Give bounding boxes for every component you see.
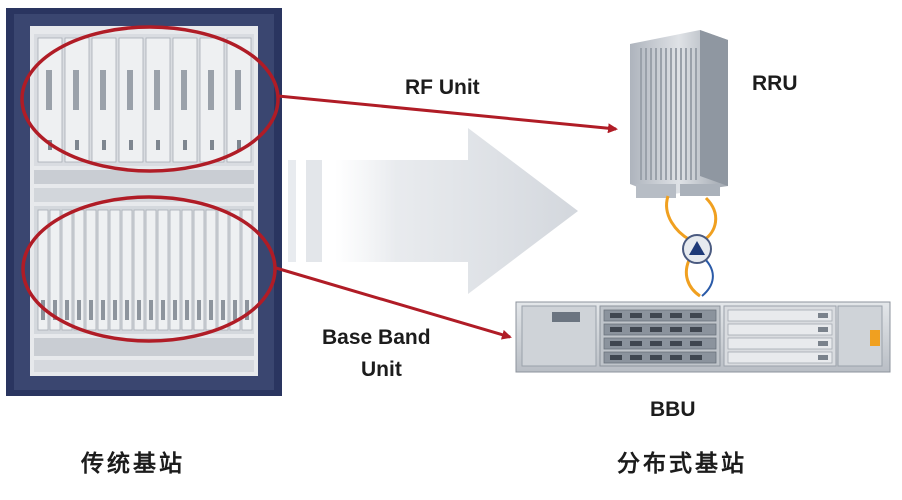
traditional-station-caption: 传统基站 [81, 450, 185, 476]
fiber-connector-icon [665, 195, 718, 298]
rf-unit-label: RF Unit [405, 76, 480, 99]
rru-label: RRU [752, 72, 798, 95]
baseband-unit-arrow [275, 266, 512, 340]
rf-unit-highlight-ellipse [20, 25, 280, 173]
faded-large-arrow-icon [288, 128, 578, 294]
bbu-label: BBU [650, 398, 696, 421]
base-station-cabinet-icon [6, 8, 282, 396]
bbu-chassis-icon [515, 301, 891, 373]
rf-unit-arrow [277, 94, 618, 134]
base-band-label-line2: Unit [361, 358, 402, 381]
base-band-label-line1: Base Band [322, 326, 431, 349]
rru-device-icon [630, 30, 728, 198]
distributed-station-caption: 分布式基站 [617, 450, 747, 476]
baseband-unit-highlight-ellipse [21, 195, 277, 343]
